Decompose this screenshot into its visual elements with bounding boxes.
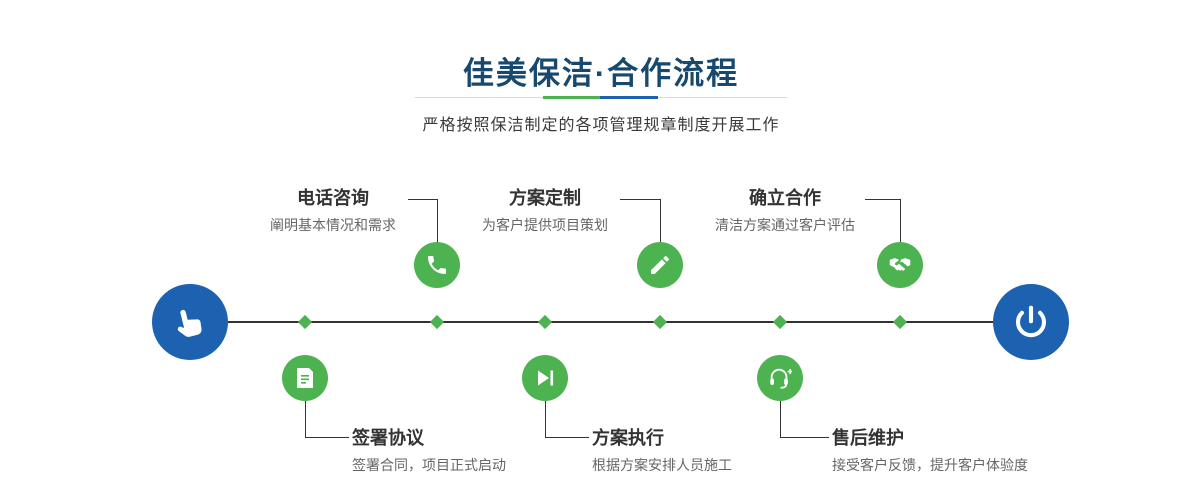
handshake-icon xyxy=(889,258,911,271)
connector-line xyxy=(408,199,438,243)
timeline-line xyxy=(190,321,1031,323)
phone-icon xyxy=(428,256,446,274)
step-icon-circle xyxy=(757,355,803,401)
step-label: 方案执行 根据方案安排人员施工 xyxy=(592,428,802,474)
connector-line xyxy=(545,401,589,438)
timeline-diamond xyxy=(297,314,313,330)
power-icon xyxy=(1016,305,1046,338)
page-subtitle: 严格按照保洁制定的各项管理规章制度开展工作 xyxy=(422,117,780,134)
step-label: 售后维护 接受客户反馈，提升客户体验度 xyxy=(832,428,1062,474)
contract-icon xyxy=(297,368,313,388)
title-divider xyxy=(415,96,787,99)
connector-line xyxy=(780,401,829,438)
step-desc: 清洁方案通过客户评估 xyxy=(715,217,855,233)
headset-icon xyxy=(770,368,792,389)
step-icon-circle xyxy=(522,355,568,401)
divider-green-segment xyxy=(543,96,600,99)
step-icon-circle xyxy=(637,242,683,288)
step-title: 方案执行 xyxy=(592,428,664,448)
finish-node xyxy=(993,284,1069,360)
step-label: 方案定制 为客户提供项目策划 xyxy=(470,188,620,234)
step-desc: 根据方案安排人员施工 xyxy=(592,457,732,473)
connector-line xyxy=(305,401,349,438)
step-desc: 阐明基本情况和需求 xyxy=(270,217,396,233)
step-title: 确立合作 xyxy=(749,188,821,208)
timeline-diamond xyxy=(537,314,553,330)
step-title: 售后维护 xyxy=(832,428,904,448)
step-label: 确立合作 清洁方案通过客户评估 xyxy=(705,188,865,234)
pencil-icon xyxy=(651,256,669,274)
step-title: 签署协议 xyxy=(352,428,424,448)
step-desc: 为客户提供项目策划 xyxy=(482,217,608,233)
play-icon xyxy=(538,370,554,386)
step-desc: 接受客户反馈，提升客户体验度 xyxy=(832,457,1028,473)
connector-line xyxy=(865,199,901,243)
timeline-diamond xyxy=(892,314,908,330)
hand-pointer-icon xyxy=(177,309,202,337)
step-desc: 签署合同，项目正式启动 xyxy=(352,457,506,473)
step-title: 电话咨询 xyxy=(297,188,369,208)
connector-line xyxy=(620,199,661,243)
page-title: 佳美保洁·合作流程 xyxy=(462,56,740,91)
timeline-diamond xyxy=(429,314,445,330)
step-label: 签署协议 签署合同，项目正式启动 xyxy=(352,428,562,474)
step-icon-circle xyxy=(414,242,460,288)
start-node xyxy=(152,284,228,360)
divider-blue-segment xyxy=(600,96,658,99)
timeline-diamond xyxy=(772,314,788,330)
timeline-diamond xyxy=(652,314,668,330)
step-title: 方案定制 xyxy=(509,188,581,208)
step-icon-circle xyxy=(282,355,328,401)
step-label: 电话咨询 阐明基本情况和需求 xyxy=(258,188,408,234)
step-icon-circle xyxy=(877,242,923,288)
